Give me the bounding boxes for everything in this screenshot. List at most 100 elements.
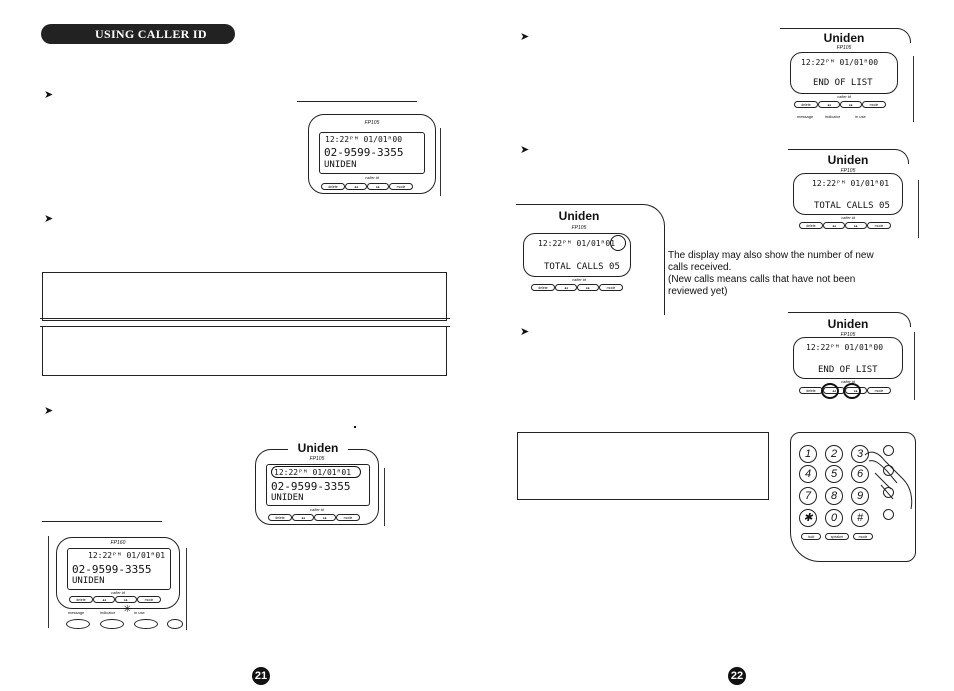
brand-logo: Uniden (558, 209, 600, 223)
divider (40, 318, 450, 319)
model-label: FP105 (309, 456, 325, 462)
delete-button: delete (799, 222, 823, 229)
small-key-icon (883, 445, 894, 456)
key-star: ✱ (799, 509, 817, 527)
lcd-time: 12:22ᴾᴹ 01/01ᴿ01 (88, 551, 166, 560)
key-4: 4 (799, 465, 817, 483)
bullet-icon: ➤ (44, 89, 54, 101)
phone-outline (516, 204, 665, 315)
phone-display-illustration: Uniden FP105 12:22ᴾᴹ 01/01ᴿ01 TOTAL CALL… (520, 208, 638, 292)
lcd-status: END OF LIST (813, 78, 873, 88)
brand-logo: Uniden (823, 31, 865, 45)
lcd-number: 02-9599-3355 (271, 480, 351, 493)
edge-line (918, 180, 919, 238)
mode-button: mode (389, 183, 413, 190)
edge-line (440, 128, 441, 196)
lcd-screen: 12:22ᴾᴹ 01/01ᴿ00 END OF LIST (790, 52, 898, 94)
bullet-icon: ➤ (44, 213, 54, 225)
rewind-button: ◂◂ (345, 183, 367, 190)
round-button-icon (66, 619, 90, 629)
lcd-screen: 12:22ᴾᴹ 01/01ᴿ00 END OF LIST (793, 337, 903, 379)
lcd-status: TOTAL CALLS 05 (814, 201, 890, 211)
rewind-button: ◂◂ (818, 101, 840, 108)
round-button-icon (134, 619, 158, 629)
lcd-number: 02-9599-3355 (72, 563, 152, 576)
phone-display-illustration: FP160 12:22ᴾᴹ 01/01ᴿ01 02-9599-3355 UNID… (56, 537, 180, 609)
lcd-name: UNIDEN (324, 160, 357, 170)
caller-id-label: caller id (572, 277, 586, 282)
lcd-number: 02-9599-3355 (324, 146, 404, 159)
highlight-oval (271, 466, 361, 478)
forward-button: ▸▸ (314, 514, 336, 521)
forward-button: ▸▸ (840, 101, 862, 108)
page-number: 22 (728, 667, 746, 685)
brand-logo: Uniden (288, 441, 348, 455)
phone-display-illustration: Uniden FP105 12:22ᴾᴹ 01/01ᴿ00 END OF LIS… (788, 316, 908, 400)
lcd-screen: 12:22ᴾᴹ 01/01ᴿ01 TOTAL CALLS 05 (793, 173, 903, 215)
forward-button: ▸▸ (577, 284, 599, 291)
indicator-label: message (68, 610, 85, 615)
highlight-circle (843, 383, 861, 399)
key-6: 6 (851, 465, 869, 483)
key-7: 7 (799, 487, 817, 505)
divider (42, 521, 162, 522)
mode-button: mode (853, 533, 873, 540)
delete-button: delete (69, 596, 93, 603)
rewind-button: ◂◂ (555, 284, 577, 291)
mode-button: mode (137, 596, 161, 603)
bullet-icon: ➤ (44, 405, 54, 417)
delete-button: delete (799, 387, 823, 394)
key-2: 2 (825, 445, 843, 463)
edge-line (913, 56, 914, 122)
indicator-label: in use (855, 114, 866, 119)
caller-id-label: caller id (837, 94, 851, 99)
mode-button: mode (867, 387, 891, 394)
round-button-icon (100, 619, 124, 629)
note-line: calls received. (668, 262, 732, 273)
key-3: 3 (851, 445, 869, 463)
indicator-label: indicator (100, 610, 116, 615)
divider (297, 101, 417, 102)
indicator-label: message (797, 114, 814, 119)
rewind-button: ◂◂ (93, 596, 115, 603)
lcd-time: 12:22ᴾᴹ 01/01ᴿ00 (325, 135, 403, 144)
delete-button: delete (268, 514, 292, 521)
info-box (517, 432, 769, 500)
highlight-circle (821, 383, 839, 399)
lcd-name: UNIDEN (271, 493, 304, 503)
forward-button: ▸▸ (845, 222, 867, 229)
indicator-label: indicator (825, 114, 841, 119)
caller-id-label: caller id (841, 215, 855, 220)
phone-display-illustration: Uniden FP105 12:22ᴾᴹ 01/01ᴿ00 END OF LIS… (785, 31, 903, 114)
edge-line (186, 548, 187, 630)
info-box (42, 326, 447, 376)
lcd-screen: 12:22ᴾᴹ 01/01ᴿ01 02-9599-3355 UNIDEN (266, 464, 370, 506)
forward-button: ▸▸ (367, 183, 389, 190)
page-number: 21 (252, 667, 270, 685)
rewind-button: ◂◂ (823, 222, 845, 229)
forward-button: ▸▸ (115, 596, 137, 603)
lcd-name: UNIDEN (72, 576, 105, 586)
bullet-icon: ➤ (520, 326, 530, 338)
display-note: The display may also show the number of … (668, 250, 898, 298)
finger-pointing-icon (864, 451, 913, 510)
caller-id-label: caller id (310, 507, 324, 512)
caller-id-label: caller id (841, 379, 855, 384)
bullet-icon: ➤ (520, 31, 530, 43)
lcd-time: 12:22ᴾᴹ 01/01ᴿ01 (274, 468, 352, 477)
key-1: 1 (799, 445, 817, 463)
note-line: The display may also show the number of … (668, 250, 874, 261)
lcd-status: END OF LIST (818, 365, 878, 375)
bullet-icon: ➤ (520, 144, 530, 156)
small-key-icon (883, 465, 894, 476)
mode-button: mode (336, 514, 360, 521)
brand-logo: Uniden (827, 153, 869, 167)
model-label: FP105 (840, 168, 856, 174)
edge-line (914, 332, 915, 400)
highlight-circle (610, 235, 626, 251)
section-title: USING CALLER ID (41, 24, 235, 44)
edge-line (48, 536, 49, 628)
keypad-illustration: 1 2 3 4 5 6 7 8 9 ✱ 0 # hold speaker mod… (790, 432, 916, 562)
model-label: FP105 (836, 45, 852, 51)
lcd-screen: 12:22ᴾᴹ 01/01ᴿ00 02-9599-3355 UNIDEN (319, 132, 425, 174)
